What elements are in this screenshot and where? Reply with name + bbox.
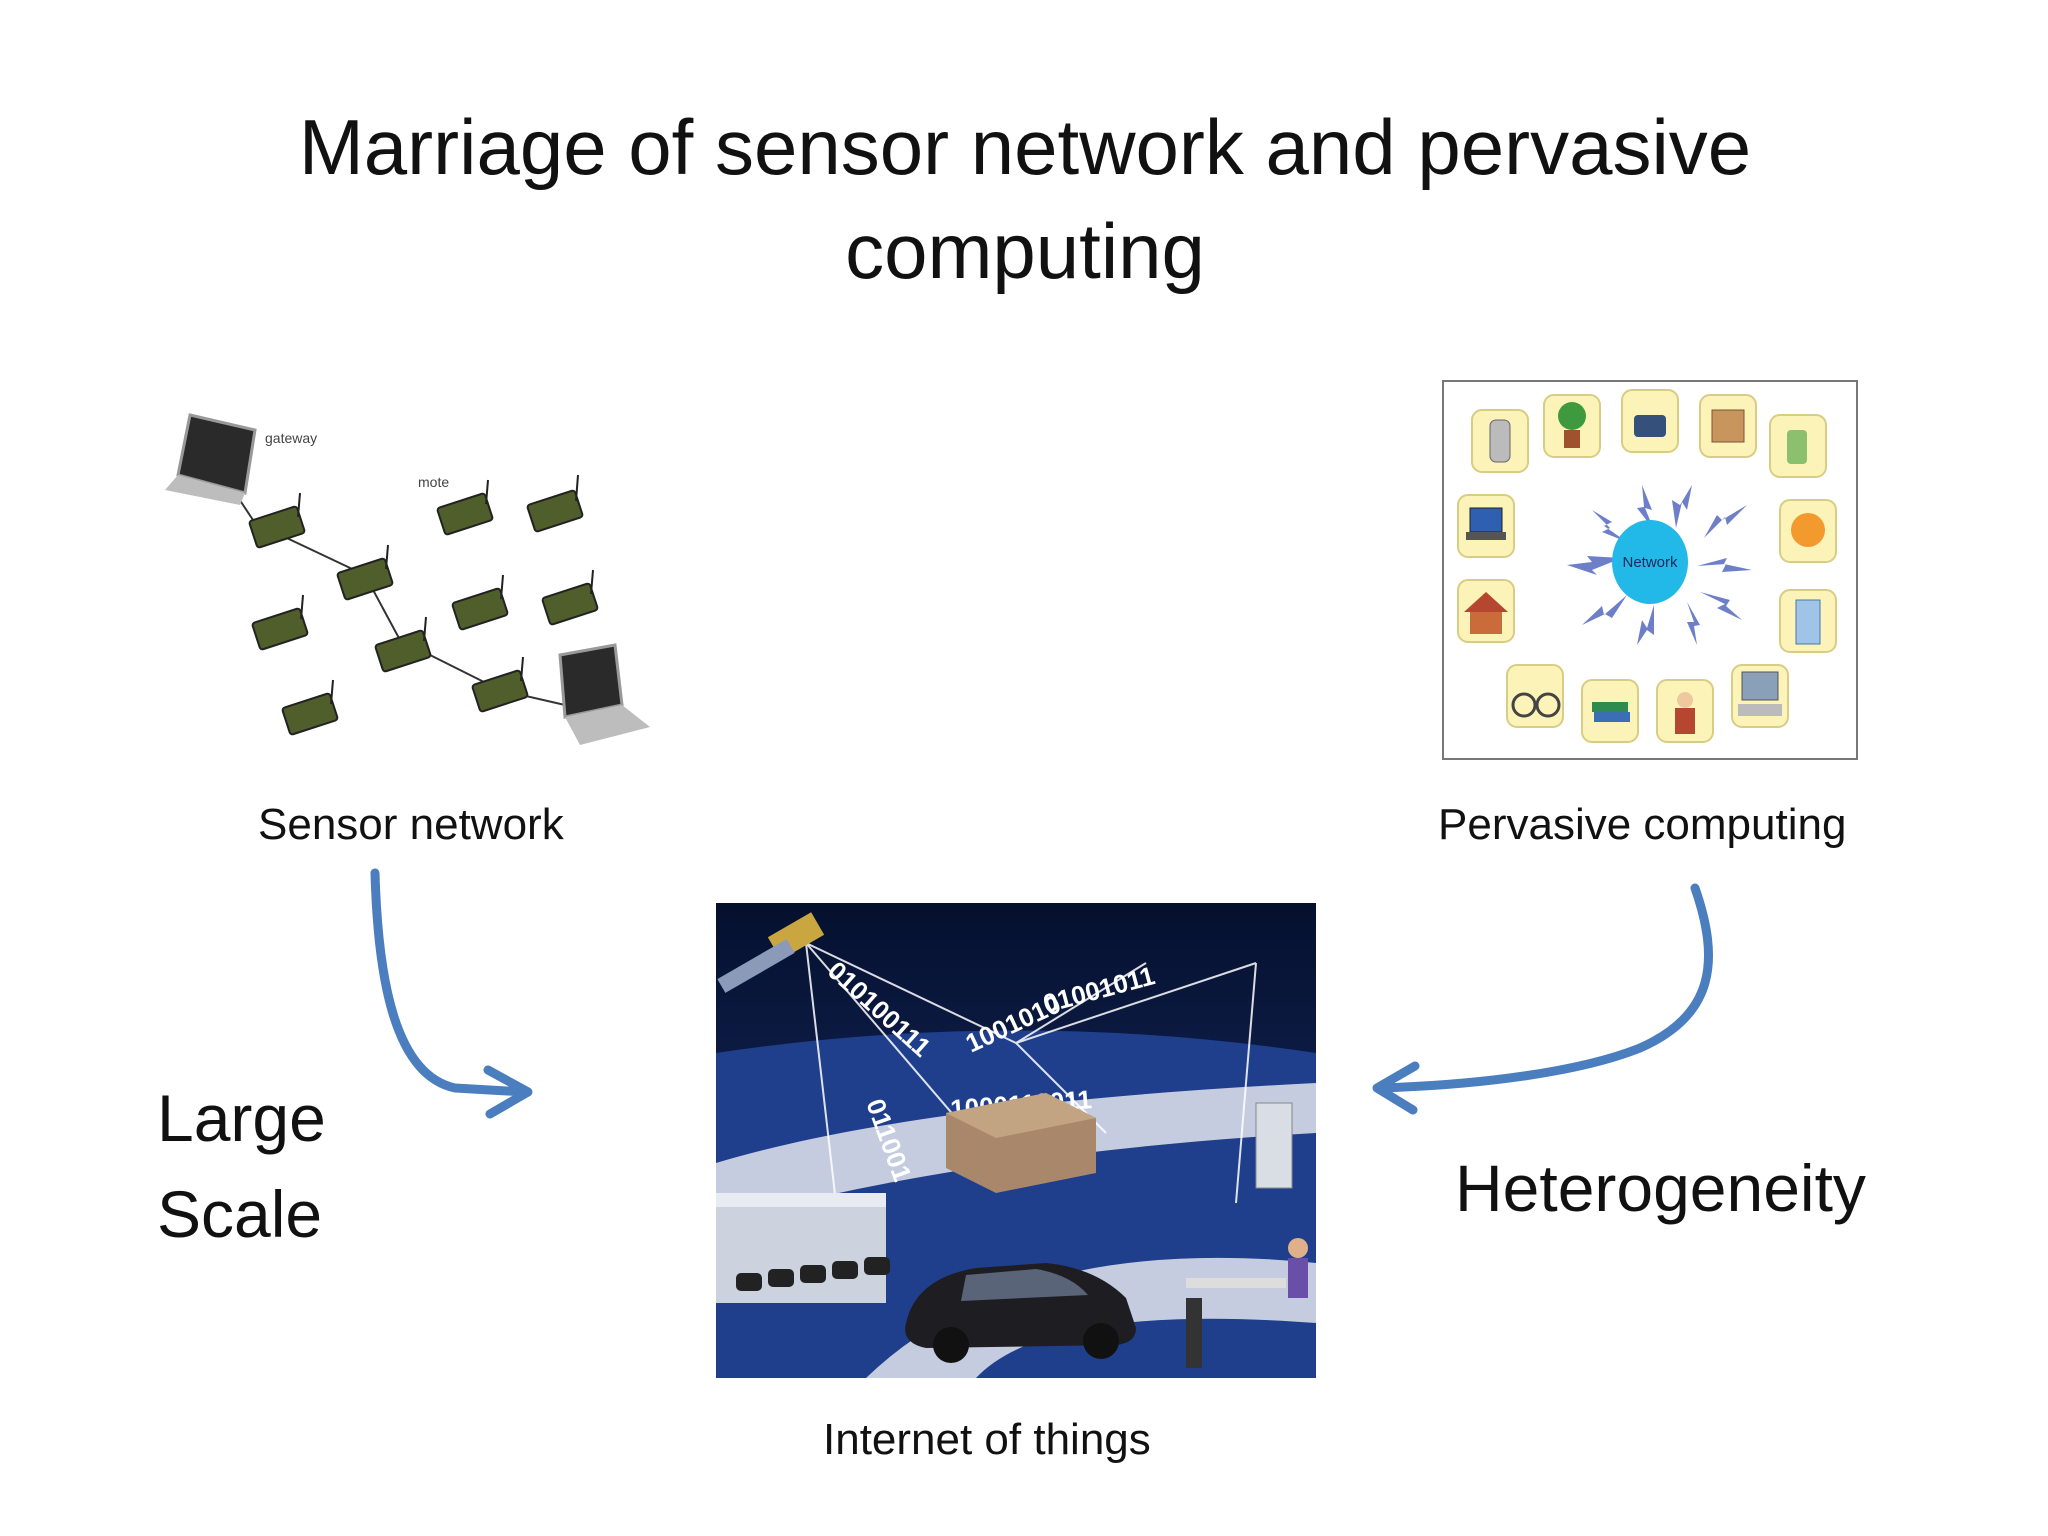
slide-title: Marriage of sensor network and pervasive…: [200, 95, 1850, 303]
desktop-computer-icon: [1741, 671, 1779, 701]
bicycle-icon: [1511, 692, 1537, 718]
pervasive-computing-caption: Pervasive computing: [1438, 800, 1847, 849]
heterogeneity-label: Heterogeneity: [1455, 1151, 1866, 1225]
lightning-bolt-icons: [1567, 485, 1752, 645]
title-line-2: computing: [845, 207, 1205, 295]
pervasive-computing-image: Network: [1442, 380, 1858, 760]
left-curved-arrow: [370, 868, 530, 1097]
package-icon: [1711, 409, 1745, 443]
sensor-mote-icons: [248, 489, 599, 736]
right-curved-arrow: [1375, 883, 1714, 1093]
server-icon: [1255, 1102, 1293, 1189]
mobile-phone-icon: [1489, 419, 1511, 463]
plant-icon: [1558, 402, 1586, 430]
mote-label: mote: [418, 474, 449, 490]
house-roof-icon: [1464, 592, 1508, 612]
plant-pot-icon: [1564, 430, 1580, 448]
laptop-icon: [558, 643, 650, 745]
gateway-laptop-icon: [165, 413, 257, 505]
title-line-1: Marriage of sensor network and pervasive: [298, 103, 1752, 191]
person-at-desk-icon: [1186, 1238, 1308, 1368]
internet-of-things-caption: Internet of things: [823, 1415, 1151, 1464]
device-icons: [1464, 402, 1825, 734]
large-scale-line-2: Scale: [157, 1177, 323, 1251]
parked-cars-icons: [736, 1257, 890, 1291]
handset-icon: [1787, 430, 1807, 464]
laptop-icon: [1469, 507, 1503, 533]
large-scale-line-1: Large: [157, 1081, 326, 1155]
mote-antennas: [297, 474, 594, 705]
network-hub-label: Network: [1622, 554, 1678, 571]
sensor-network-caption: Sensor network: [258, 800, 564, 849]
refrigerator-icon: [1795, 599, 1821, 645]
left-arrow-head: [483, 1065, 533, 1119]
right-arrow-head: [1372, 1061, 1420, 1115]
sensor-network-image: gateway mote: [165, 413, 650, 745]
large-scale-label: Large Scale: [157, 1070, 326, 1262]
internet-of-things-image: 010100111 1001010 01001011 1000110011 01…: [716, 903, 1316, 1378]
house-icon: [1470, 612, 1502, 634]
books-icon: [1592, 702, 1628, 712]
network-hub: [1612, 520, 1688, 604]
person-icon: [1677, 692, 1693, 708]
car-icon: [905, 1263, 1136, 1363]
telephone-icon: [1634, 415, 1666, 437]
satellite-icon: [717, 912, 825, 993]
gateway-label: gateway: [265, 430, 317, 446]
cat-icon: [1791, 513, 1825, 547]
building-icon: [946, 1093, 1096, 1193]
